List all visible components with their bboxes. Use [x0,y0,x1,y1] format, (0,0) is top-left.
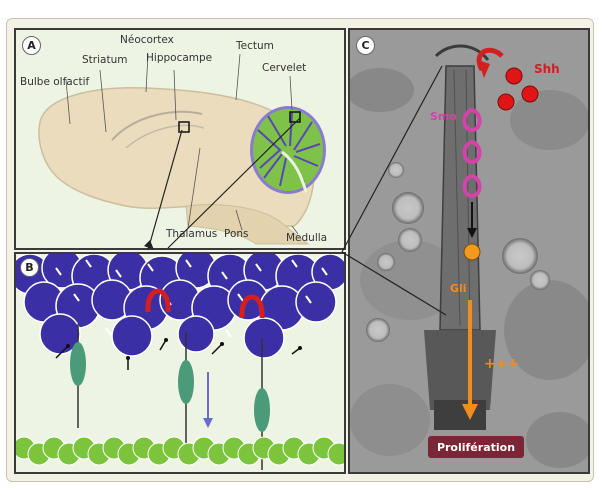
purple-cell [177,315,215,353]
micrograph-illustration [350,30,588,472]
gli-protein [463,243,481,261]
label-smo: Smo [430,110,457,123]
migrating-neuron [254,388,270,432]
purple-cell [111,315,153,357]
proliferation-label: Prolifération [428,436,524,458]
label-bulbe-olfactif: Bulbe olfactif [20,76,90,88]
purple-cell [295,281,337,323]
cilium-mark [73,293,80,302]
cilium-mark [225,329,232,338]
label-gli: Gli [450,282,467,295]
panel-a-brain-section: A [14,28,346,250]
label-shh: Shh [534,62,560,76]
cilium-mark [221,271,228,280]
label-tectum: Tectum [236,40,274,52]
panel-c-letter: C [356,36,375,55]
panel-c-cilium-micrograph: C Shh Smo Gli +++ [348,28,590,474]
cilium-mark [85,259,92,268]
pointer-arrowhead [66,344,70,348]
cilium-mark [237,293,244,302]
cilium-mark [321,267,328,276]
cilium-mark [115,269,122,278]
cilium-mark [55,267,62,276]
purple-cell [243,317,285,359]
shh-ligands [497,67,539,111]
panel-a-letter: A [22,36,41,55]
label-striatum: Striatum [82,54,128,66]
label-plus-plus-plus: +++ [484,356,520,372]
granule-cell [327,442,344,466]
cilium-mark [105,327,112,336]
label-hippocampe: Hippocampe [146,52,213,64]
smo-arch [239,294,265,319]
cerebellum [250,106,326,194]
cilium-mark [185,259,192,268]
hippocampus-curve [111,110,203,141]
label-pons: Pons [224,228,249,240]
migrating-neuron [178,360,194,404]
smo-arch [145,288,171,313]
basal-body [424,330,496,410]
label-medulla: Medulla [286,232,328,244]
label-neocortex: Néocortex [120,34,174,46]
pointer-arrow [211,343,223,355]
cilium-mark [291,259,298,268]
pointer-arrowhead [298,346,302,350]
cilium-mark [305,295,312,304]
migration-arrowhead [203,418,213,428]
cilium-mark [255,263,262,272]
cilium-mark [147,263,154,272]
cell-layer-illustration [16,254,344,470]
pointer-arrowhead [126,356,130,360]
pointer-arrow [55,345,69,359]
label-cervelet: Cervelet [262,62,307,74]
label-thalamus: Thalamus [166,228,218,240]
smo-receptors [462,108,482,199]
panel-b-cell-layers: B [14,252,346,474]
pointer-arrowhead [220,342,224,346]
migrating-neuron [70,342,86,386]
pointer-arrowhead [164,338,168,342]
panel-b-letter: B [20,258,39,277]
